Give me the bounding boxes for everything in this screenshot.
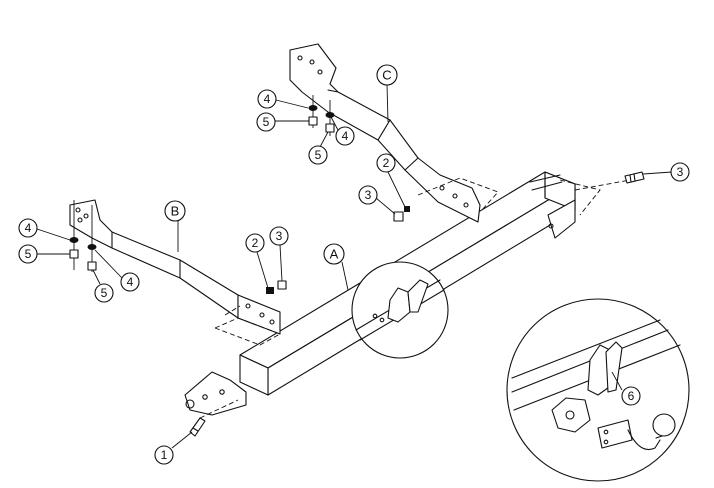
callout-4-top: 4: [257, 89, 309, 109]
right-mounting-plate: [547, 199, 576, 239]
fastener-set-c: [308, 95, 335, 136]
svg-text:4: 4: [25, 221, 32, 235]
bolt-left: [189, 417, 206, 437]
svg-text:6: 6: [628, 389, 635, 403]
callout-3-right: 3: [642, 162, 690, 182]
detail-circle-towball: [506, 298, 690, 482]
svg-text:3: 3: [276, 229, 283, 243]
fastener-set-arm-b-end: [266, 280, 287, 294]
fastener-set-b: [69, 200, 97, 272]
svg-text:2: 2: [252, 236, 259, 250]
callout-4-left-top: 4: [18, 218, 71, 241]
fastener-set-arm-c-end: [393, 206, 410, 222]
side-arm-b: [69, 199, 281, 335]
bolt-right: [624, 171, 645, 184]
label-a-text: A: [330, 247, 339, 262]
svg-text:5: 5: [315, 148, 322, 162]
svg-text:4: 4: [127, 275, 134, 289]
label-a: A: [323, 243, 349, 291]
label-b-text: B: [171, 204, 180, 219]
svg-text:5: 5: [101, 286, 108, 300]
svg-text:2: 2: [383, 156, 390, 170]
callout-6: 6: [611, 371, 641, 406]
svg-text:3: 3: [677, 165, 684, 179]
svg-text:5: 5: [263, 115, 270, 129]
callout-4-left-bottom: 4: [94, 249, 140, 292]
svg-text:1: 1: [161, 448, 168, 462]
callout-5-left-top: 5: [18, 244, 70, 264]
svg-text:3: 3: [365, 188, 372, 202]
left-mounting-plate: [184, 371, 247, 416]
callout-2-arm-b: 2: [245, 233, 269, 289]
svg-text:5: 5: [25, 247, 32, 261]
callout-1: 1: [154, 431, 193, 465]
chassis-outline-dashed: [199, 177, 631, 419]
label-b: B: [164, 200, 186, 252]
side-arm-c: [289, 43, 481, 223]
callout-5-left-bottom: 5: [92, 269, 114, 303]
callout-3-arm-c: 3: [358, 185, 396, 215]
callout-3-arm-b: 3: [269, 226, 289, 282]
callout-4-top-right: 4: [330, 116, 355, 146]
svg-text:4: 4: [342, 129, 349, 143]
label-c-text: C: [382, 68, 391, 83]
label-c: C: [376, 64, 398, 123]
callout-5-top-right: 5: [308, 131, 329, 165]
callout-5-top: 5: [256, 112, 309, 132]
detail-circle-bracket: [351, 261, 449, 359]
svg-text:4: 4: [264, 92, 271, 106]
callout-2-arm-c: 2: [376, 153, 406, 208]
